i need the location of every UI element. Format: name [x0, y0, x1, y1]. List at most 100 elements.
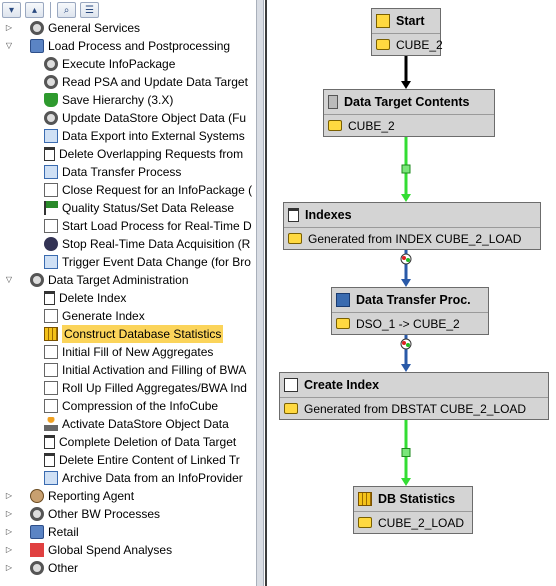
chain-node-title: Start [396, 14, 425, 28]
tree-item[interactable]: Generate Index [44, 307, 145, 325]
tree-item[interactable]: Data Transfer Process [44, 163, 181, 181]
variant-icon [288, 233, 302, 244]
tree-item[interactable]: Roll Up Filled Aggregates/BWA Ind [44, 379, 247, 397]
money-icon [30, 543, 44, 557]
stop-icon [44, 237, 58, 251]
collapse-all-button[interactable]: ▴ [25, 2, 44, 18]
dtp-icon [336, 293, 350, 307]
tree-item[interactable]: Delete Overlapping Requests from [44, 145, 243, 163]
tree-item[interactable]: Initial Fill of New Aggregates [44, 343, 213, 361]
collapsed-arrow-icon[interactable]: ▷ [5, 491, 13, 500]
tree-item-label: Data Export into External Systems [62, 129, 245, 143]
tree-item[interactable]: Trigger Event Data Change (for Bro [44, 253, 251, 271]
collapsed-arrow-icon[interactable]: ▷ [5, 563, 13, 572]
tree-item-label: Retail [48, 525, 79, 539]
tree-item[interactable]: Close Request for an InfoPackage ( [44, 181, 252, 199]
tree-item[interactable]: Start Load Process for Real-Time D [44, 217, 252, 235]
tree-folder[interactable]: ▷ Global Spend Analyses [4, 541, 172, 559]
tree-item[interactable]: Stop Real-Time Data Acquisition (R [44, 235, 250, 253]
doc-icon [44, 219, 58, 233]
chain-node-title: Create Index [304, 378, 380, 392]
tree-item-label: Start Load Process for Real-Time D [62, 219, 252, 233]
tree-item-label: Delete Index [59, 291, 127, 305]
tree-item-label: Load Process and Postprocessing [48, 39, 231, 53]
tree-item-label: Data Transfer Process [62, 165, 182, 179]
settings-button[interactable]: ☰ [80, 2, 99, 18]
export-icon [44, 129, 58, 143]
find-icon: ⌕ [63, 4, 70, 16]
chain-node-header: Indexes [284, 203, 540, 227]
chain-node-header: Start [372, 9, 440, 33]
tree-item-label: Generate Index [62, 309, 145, 323]
doc-icon [44, 363, 58, 377]
archive-icon [44, 471, 58, 485]
tree-toolbar: ▾ ▴ ⌕ ☰ [2, 1, 252, 19]
tree-folder[interactable]: ▷ Other BW Processes [4, 505, 160, 523]
tree-folder[interactable]: ▷Reporting Agent [4, 487, 134, 505]
tree-item[interactable]: Execute InfoPackage [44, 55, 175, 73]
target-contents-icon [328, 95, 338, 109]
collapsed-arrow-icon[interactable]: ▷ [5, 23, 13, 32]
create-index-icon [284, 378, 298, 392]
tree-item[interactable]: Delete Index [44, 289, 126, 307]
link-arrowhead [401, 81, 411, 89]
tree-item[interactable]: Archive Data from an InfoProvider [44, 469, 243, 487]
splitter[interactable] [256, 0, 264, 586]
tree-folder[interactable]: ▽ Data Target Administration [4, 271, 189, 289]
tree-item[interactable]: Construct Database Statistics [44, 325, 224, 343]
tree-item[interactable]: Data Export into External Systems [44, 127, 245, 145]
tree-item-label: Read PSA and Update Data Target [62, 75, 248, 89]
tree-item[interactable]: Compression of the InfoCube [44, 397, 218, 415]
tree-item-label: Construct Database Statistics [62, 325, 224, 343]
tree-item-label: Global Spend Analyses [48, 543, 173, 557]
tree-folder[interactable]: ▷Other [4, 559, 78, 577]
chain-node-variant-label: CUBE_2 [396, 37, 443, 52]
chain-node-title: Data Transfer Proc. [356, 293, 471, 307]
tree-folder[interactable]: ▷General Services [4, 19, 140, 37]
chain-node[interactable]: Data Transfer Proc.DSO_1 -> CUBE_2 [331, 287, 489, 335]
expand-icon: ▾ [8, 4, 15, 16]
tree-item[interactable]: Update DataStore Object Data (Fu [44, 109, 246, 127]
tree-item-label: Other BW Processes [48, 507, 161, 521]
tree-item-label: Compression of the InfoCube [62, 399, 219, 413]
always-marker-dot [406, 343, 410, 347]
tree-folder[interactable]: ▽ Load Process and Postprocessing [4, 37, 230, 55]
pin-icon [44, 417, 58, 431]
tree-item[interactable]: Activate DataStore Object Data [44, 415, 229, 433]
chain-node-variant: Generated from DBSTAT CUBE_2_LOAD [280, 397, 548, 419]
chain-node-variant-label: Generated from DBSTAT CUBE_2_LOAD [304, 401, 527, 416]
chain-node-header: Data Target Contents [324, 90, 494, 114]
chain-node-variant: CUBE_2 [372, 33, 443, 55]
collapsed-arrow-icon[interactable]: ▷ [5, 509, 13, 518]
tree-item-label: Quality Status/Set Data Release [62, 201, 235, 215]
collapsed-arrow-icon[interactable]: ▷ [5, 527, 13, 536]
find-button[interactable]: ⌕ [57, 2, 76, 18]
settings-icon: ☰ [85, 4, 94, 16]
doc-icon [44, 381, 58, 395]
chain-node-header: Create Index [280, 373, 548, 397]
toolbar-separator [50, 2, 51, 18]
tree-item[interactable]: Quality Status/Set Data Release [44, 199, 234, 217]
tree-item-label: Data Target Administration [48, 273, 189, 287]
link-arrowhead [401, 478, 411, 486]
expanded-arrow-icon[interactable]: ▽ [5, 41, 13, 50]
pane-border [265, 0, 267, 586]
tree-item-label: Roll Up Filled Aggregates/BWA Ind [62, 381, 247, 395]
expanded-arrow-icon[interactable]: ▽ [5, 275, 13, 284]
variant-icon [376, 39, 390, 50]
tree-item[interactable]: Complete Deletion of Data Target [44, 433, 236, 451]
tree-item[interactable]: Delete Entire Content of Linked Tr [44, 451, 240, 469]
tree-item[interactable]: Initial Activation and Filling of BWA [44, 361, 246, 379]
transfer-icon [44, 165, 58, 179]
tree-folder[interactable]: ▷ Retail [4, 523, 79, 541]
tree-item[interactable]: Save Hierarchy (3.X) [44, 91, 173, 109]
collapsed-arrow-icon[interactable]: ▷ [5, 545, 13, 554]
expand-all-button[interactable]: ▾ [2, 2, 21, 18]
tree-item[interactable]: Read PSA and Update Data Target [44, 73, 248, 91]
